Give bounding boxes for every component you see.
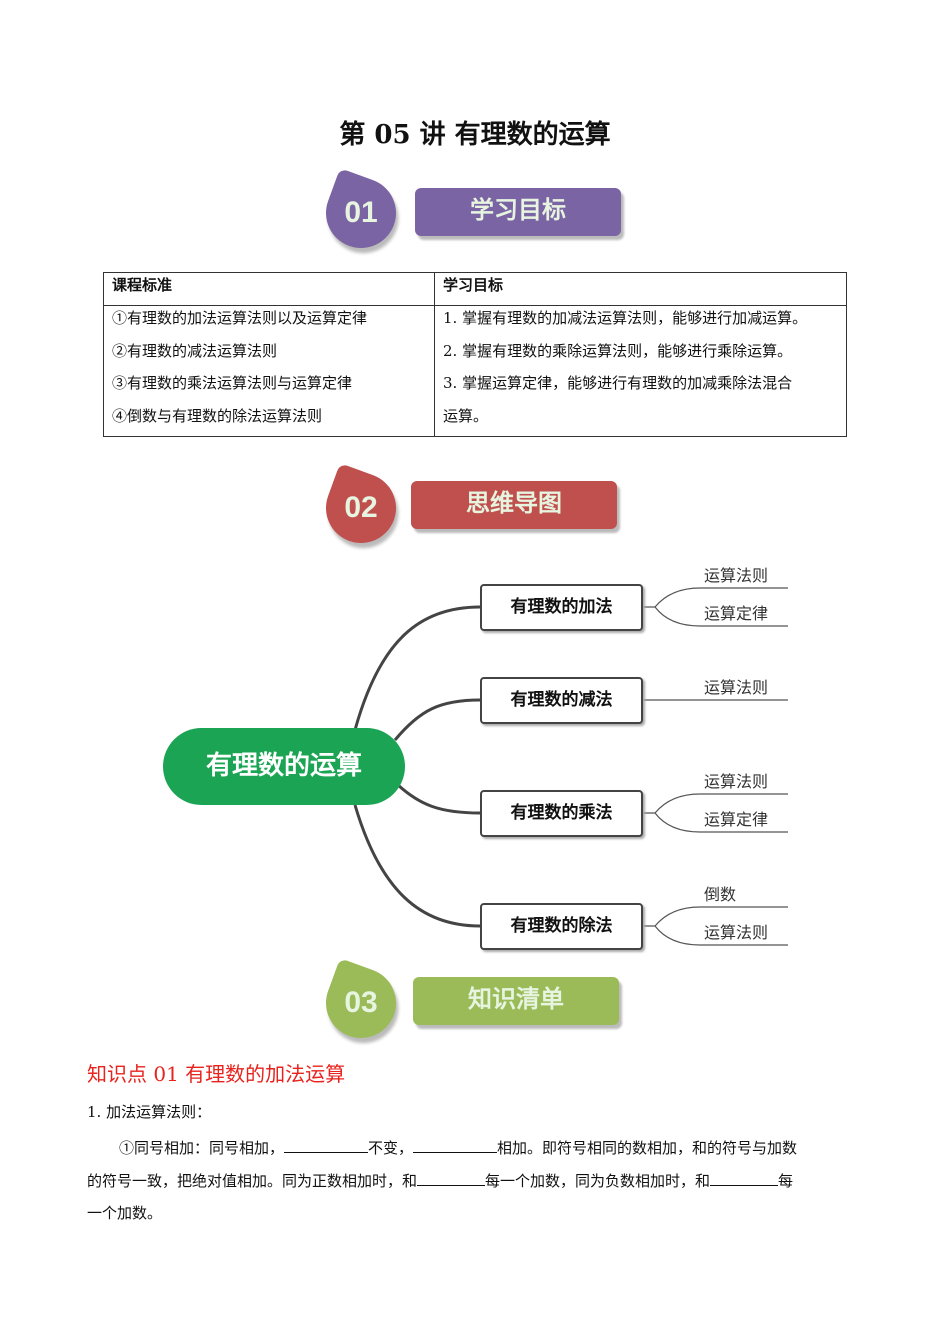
table-header: 课程标准 (103, 272, 435, 306)
section-title-badge: 知识清单 (413, 977, 619, 1025)
objectives-table: 课程标准学习目标 ①有理数的加法运算法则以及运算定律 ②有理数的减法运算法则 ③有理… (103, 272, 847, 437)
standard-item: ②有理数的减法运算法则 (112, 341, 278, 360)
section-title-badge: 学习目标 (415, 188, 621, 236)
text: 的符号一致，把绝对值相加。同为正数相加时，和 (87, 1171, 418, 1190)
goal-item: 运算。 (443, 406, 489, 425)
text: 每 (778, 1171, 794, 1190)
fill-blank[interactable] (413, 1136, 498, 1153)
goal-item: 3. 掌握运算定律，能够进行有理数的加减乘除法混合 (443, 374, 793, 392)
fill-blank[interactable] (710, 1169, 779, 1186)
mindmap-leaf: 运算法则 (704, 772, 769, 791)
mindmap-leaf: 倒数 (704, 885, 737, 904)
section-number-badge: 03 (316, 958, 406, 1048)
rule-paragraph: ①同号相加：同号相加， 不变， 相加。即符号相同的数相加，和的符号与加数 的符号一致… (87, 1132, 867, 1230)
mindmap-branch-node: 有理数的乘法 (480, 790, 643, 837)
standard-item: ④倒数与有理数的除法运算法则 (112, 406, 323, 425)
text: 每一个加数，同为负数相加时，和 (485, 1171, 711, 1190)
goal-item: 1. 掌握有理数的加减法运算法则，能够进行加减运算。 (443, 309, 808, 327)
text: 不变， (368, 1139, 414, 1157)
table-header: 学习目标 (434, 272, 847, 306)
mindmap-leaf: 运算法则 (704, 923, 769, 942)
text: ①同号相加：同号相加， (119, 1139, 285, 1157)
knowledge-point-heading: 知识点 01 有理数的加法运算 (87, 1062, 346, 1086)
text: 一个加数。 (87, 1204, 163, 1222)
mindmap-center-node: 有理数的运算 (163, 728, 405, 805)
page-title: 第 05 讲 有理数的运算 (339, 120, 611, 150)
mindmap-leaf: 运算定律 (704, 810, 769, 829)
goal-item: 2. 掌握有理数的乘除运算法则，能够进行乘除运算。 (443, 341, 793, 360)
mindmap-branch-node: 有理数的加法 (480, 584, 643, 631)
standard-item: ①有理数的加法运算法则以及运算定律 (112, 309, 368, 327)
fill-blank[interactable] (284, 1136, 369, 1153)
section-title-badge: 思维导图 (411, 481, 617, 529)
text: 相加。即符号相同的数相加，和的符号与加数 (497, 1139, 798, 1157)
mindmap-branch-node: 有理数的除法 (480, 903, 643, 950)
standard-item: ③有理数的乘法运算法则与运算定律 (112, 374, 353, 392)
mindmap-branch-node: 有理数的减法 (480, 677, 643, 724)
rule-heading: 1. 加法运算法则： (87, 1103, 212, 1121)
fill-blank[interactable] (417, 1169, 486, 1186)
mindmap-leaf: 运算法则 (704, 678, 769, 697)
mindmap-leaf: 运算法则 (704, 566, 769, 585)
mindmap-leaf: 运算定律 (704, 604, 769, 623)
